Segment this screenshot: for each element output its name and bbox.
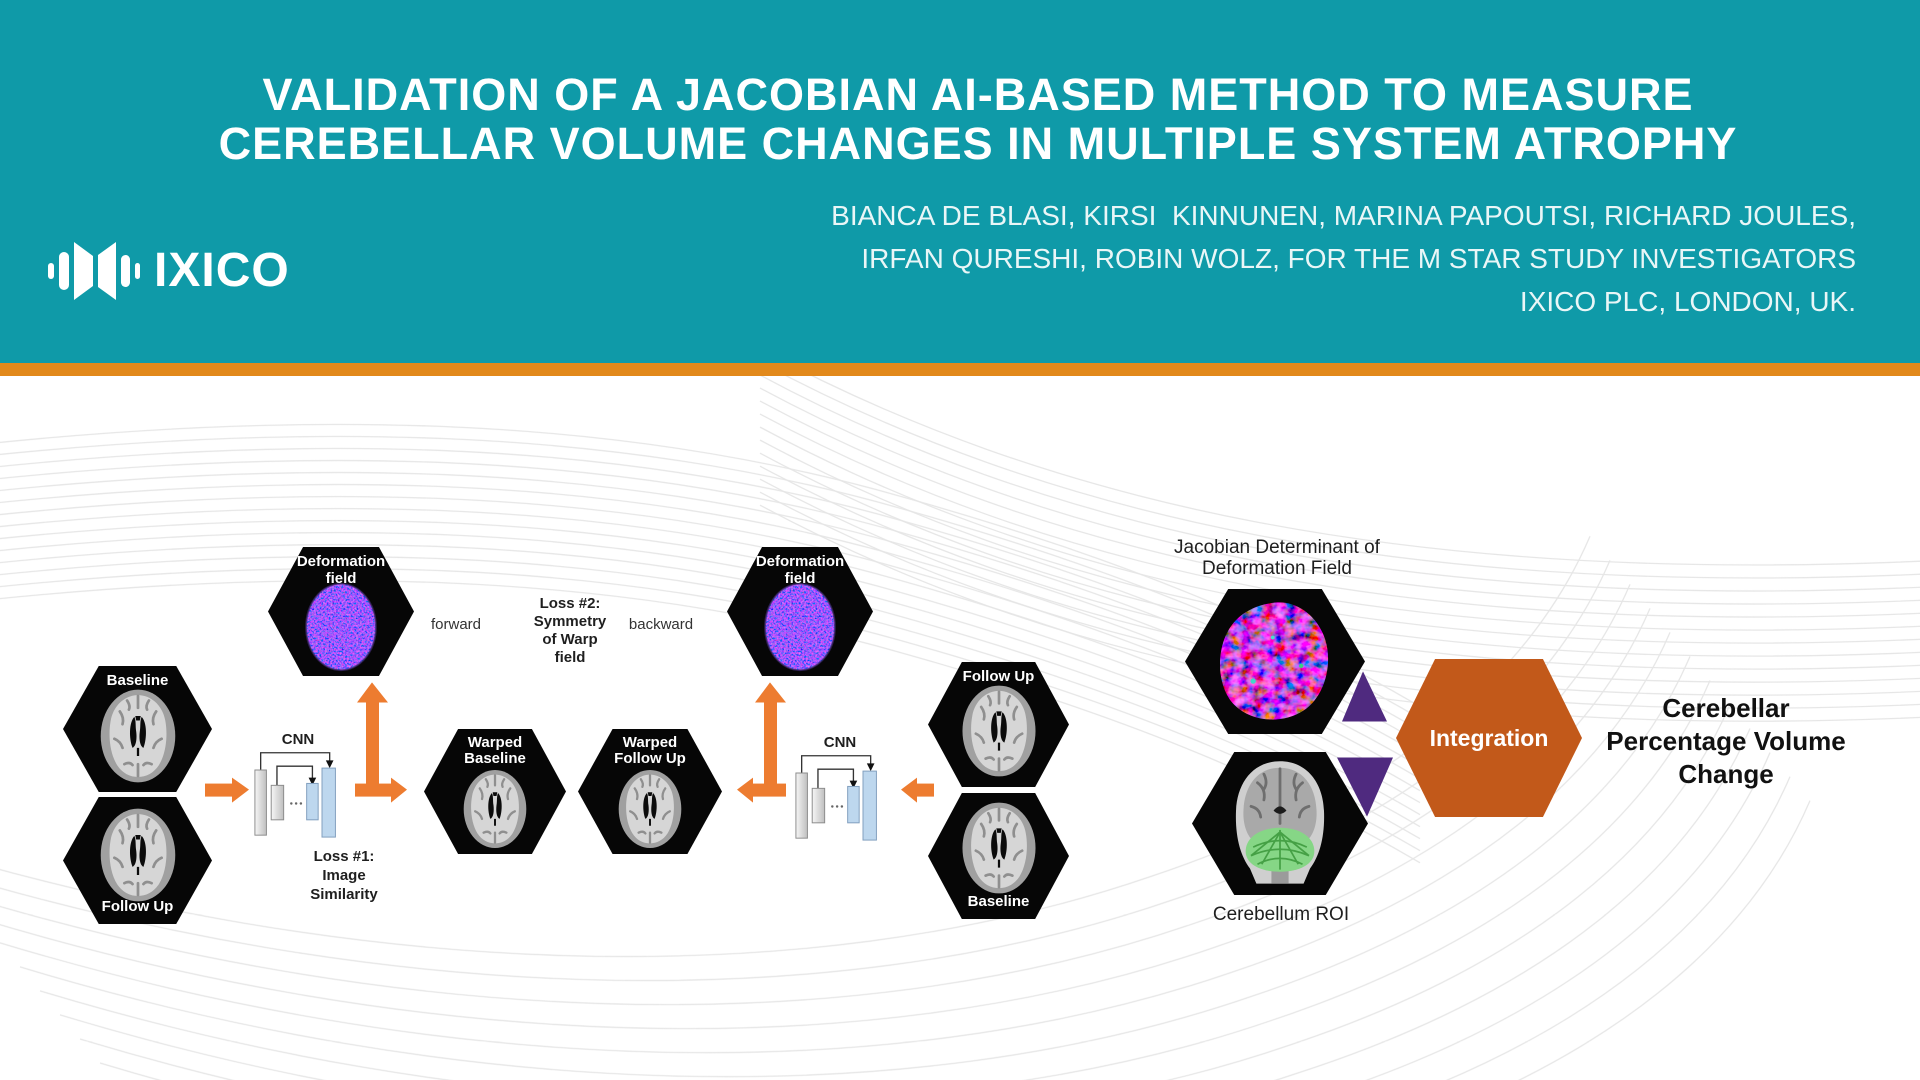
baseline-label: Baseline	[106, 672, 169, 689]
brain-mri-axial	[91, 805, 185, 905]
hexagon-integration: Integration	[1396, 659, 1582, 817]
hexagon-followup-left: Follow Up	[63, 797, 212, 924]
hexagon-jacobian	[1185, 589, 1365, 734]
authors-line: BIANCA DE BLASI, KIRSI KINNUNEN, MARINA …	[831, 200, 1856, 231]
followup-label: Follow Up	[101, 898, 174, 915]
cnn-unet-diagram-left	[253, 747, 345, 839]
cerebellum-roi-label: Cerebellum ROI	[1212, 904, 1350, 925]
hexagon-deformation-left: Deformation field	[268, 547, 414, 676]
brain-mri-axial	[456, 767, 534, 851]
loss2-label: Loss #2: Symmetry of Warp field	[533, 595, 607, 666]
loss1-label: Loss #1: Image Similarity	[310, 848, 378, 903]
arrow-input-to-cnn-left-icon	[205, 777, 249, 803]
accent-stripe	[0, 363, 1920, 376]
affiliation-line: IXICO PLC, LONDON, UK.	[1519, 286, 1856, 317]
brain-mri-axial	[953, 799, 1045, 897]
warped-baseline-label: Warped Baseline	[464, 734, 526, 767]
hexagon-warped-baseline: Warped Baseline	[424, 729, 566, 854]
hexagon-baseline-left: Baseline	[63, 666, 212, 792]
arrow-cnn-right-to-outputs-icon	[737, 682, 786, 803]
hexagon-warped-followup: Warped Follow Up	[578, 729, 722, 854]
wave-family-topright	[759, 376, 1920, 722]
jacobian-title: Jacobian Determinant of Deformation Fiel…	[1174, 537, 1380, 579]
arrow-cnn-left-to-outputs-icon	[355, 682, 407, 803]
followup-label: Follow Up	[962, 668, 1035, 685]
cerebellum-roi-image	[1221, 755, 1339, 892]
brain-mri-axial	[611, 767, 689, 851]
purple-triangle-down-icon	[1337, 757, 1393, 817]
warped-followup-label: Warped Follow Up	[614, 734, 686, 767]
brain-mri-axial	[91, 686, 185, 786]
authors-block: BIANCA DE BLASI, KIRSI KINNUNEN, MARINA …	[831, 194, 1856, 323]
header-band: VALIDATION OF A JACOBIAN AI-BASED METHOD…	[0, 0, 1920, 363]
slide-title-line1: VALIDATION OF A JACOBIAN AI-BASED METHOD…	[262, 69, 1694, 120]
authors-line: IRFAN QURESHI, ROBIN WOLZ, FOR THE M STA…	[861, 243, 1856, 274]
deformation-field-image	[299, 581, 383, 673]
hexagon-baseline-right: Baseline	[928, 793, 1069, 919]
hexagon-followup-right: Follow Up	[928, 662, 1069, 787]
forward-label: forward	[430, 616, 482, 633]
connectors-layer	[205, 671, 1393, 817]
cnn-label-left: CNN	[281, 731, 315, 748]
hexagon-cerebellum	[1192, 752, 1368, 895]
diagram-area: Baseline Follow Up Deformation field Def…	[0, 376, 1920, 1080]
jacobian-map-image	[1200, 596, 1350, 727]
hexagon-deformation-right: Deformation field	[727, 547, 873, 676]
slide-title-line2: CEREBELLAR VOLUME CHANGES IN MULTIPLE SY…	[218, 118, 1738, 169]
result-label: Cerebellar Percentage Volume Change	[1606, 693, 1846, 789]
cnn-unet-diagram-right	[794, 750, 886, 842]
ixico-logo: IXICO	[48, 240, 290, 302]
ixico-logo-icon	[48, 240, 140, 302]
purple-triangle-up-icon	[1342, 671, 1387, 722]
backward-label: backward	[628, 616, 694, 633]
integration-label: Integration	[1429, 724, 1549, 751]
arrow-input-to-cnn-right-icon	[901, 777, 934, 803]
brain-mri-axial	[953, 682, 1045, 780]
ixico-logo-text: IXICO	[154, 244, 290, 297]
deformation-label: Deformation field	[296, 553, 386, 587]
cnn-label-right: CNN	[823, 734, 857, 751]
deformation-field-image	[758, 581, 842, 673]
slide-title: VALIDATION OF A JACOBIAN AI-BASED METHOD…	[100, 70, 1856, 168]
deformation-label: Deformation field	[755, 553, 845, 587]
baseline-label: Baseline	[967, 893, 1030, 910]
